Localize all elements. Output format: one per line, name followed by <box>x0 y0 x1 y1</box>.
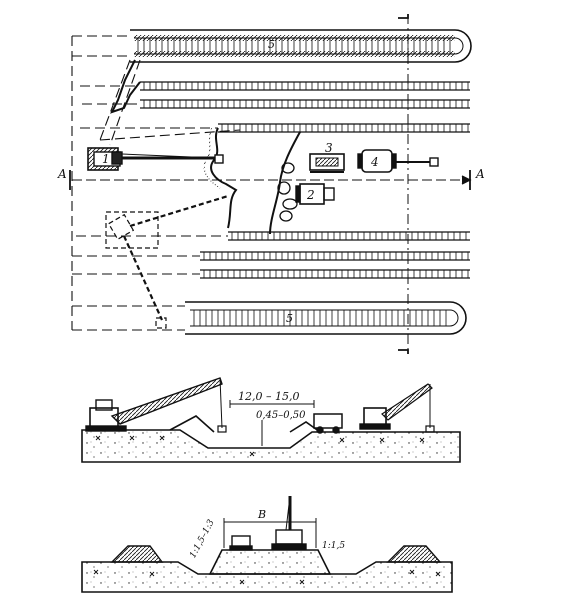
plan-view: 1 3 4 <box>57 14 485 354</box>
label-2: 2 <box>306 188 315 202</box>
label-5-top: 5 <box>268 38 275 51</box>
dashed-lines <box>71 35 241 331</box>
excavation-edge-left <box>110 59 141 114</box>
ground-crosses <box>95 435 425 457</box>
slope-right-label: 1:1,5 <box>322 541 345 551</box>
elevation-view: 12,0 – 15,0 0,45–0,50 <box>81 377 461 463</box>
section-line <box>69 14 472 354</box>
excavator-1: 1 <box>87 147 224 171</box>
label-1: 1 <box>102 152 110 166</box>
cross-section-ground <box>81 561 453 593</box>
ridge-rows-lower <box>200 231 470 279</box>
bulldozer-2: 2 <box>295 183 335 205</box>
scraper-elevation <box>313 413 343 434</box>
cross-section-view: B 1:1,5–1:3 1:1,5 <box>81 495 453 593</box>
trench-outline <box>203 127 301 235</box>
width-label: B <box>257 508 266 521</box>
crane-on-embankment <box>271 495 307 550</box>
dimension-span <box>229 400 315 408</box>
crane-right <box>359 383 435 433</box>
label-3: 3 <box>325 141 333 155</box>
label-5-bottom: 5 <box>286 312 293 325</box>
central-embankment <box>208 549 332 575</box>
side-ridge-left <box>110 545 164 563</box>
ridge-top <box>130 29 472 63</box>
slope-left-label: 1:1,5–1:3 <box>188 518 217 560</box>
tractor-4: 4 <box>357 149 439 173</box>
depth-label: 0,45–0,50 <box>256 410 306 421</box>
ridge-bottom <box>185 301 467 335</box>
scraper-3: 3 <box>309 141 345 173</box>
ridge-hatching <box>137 38 469 326</box>
label-4: 4 <box>370 155 379 169</box>
section-marker-right: A <box>475 167 485 181</box>
excavator-dashed <box>105 194 229 329</box>
section-crosses <box>93 569 441 585</box>
soil-heaps <box>277 162 298 222</box>
side-ridge-right <box>386 545 442 563</box>
span-label: 12,0 – 15,0 <box>238 390 299 403</box>
section-marker-left: A <box>57 167 67 181</box>
dragline-crane-left <box>85 377 227 433</box>
dimension-b <box>223 518 317 548</box>
ridge-rows-upper <box>140 81 470 133</box>
machine-on-embankment <box>229 535 253 551</box>
elevation-ground <box>81 429 461 463</box>
